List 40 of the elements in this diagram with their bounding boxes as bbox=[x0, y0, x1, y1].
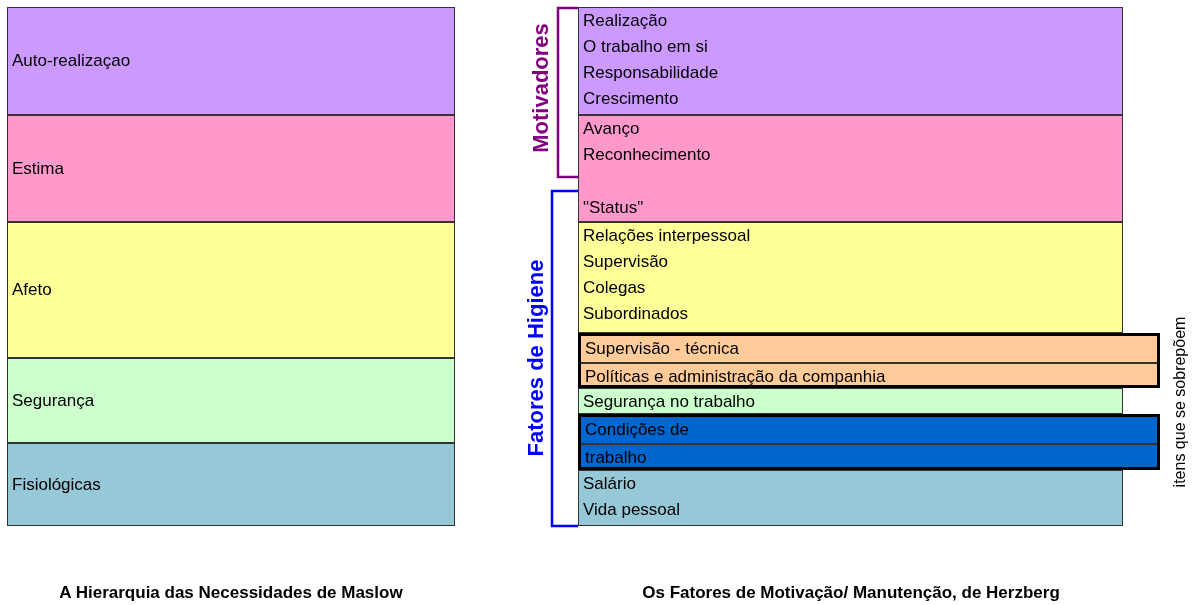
band-text: "Status" bbox=[582, 197, 645, 219]
overlap-box bbox=[578, 414, 1160, 470]
band-text: Estima bbox=[11, 157, 65, 180]
hierarchy-band bbox=[7, 443, 455, 526]
band-text: Responsabilidade bbox=[582, 62, 720, 84]
overlap-box bbox=[578, 333, 1160, 388]
band-text: Políticas e administração da companhia bbox=[584, 366, 887, 388]
band-text: Crescimento bbox=[582, 88, 680, 110]
factor-band bbox=[578, 7, 1123, 115]
band-text: Relações interpessoal bbox=[582, 225, 752, 247]
band-text: Supervisão - técnica bbox=[581, 336, 1157, 364]
band-text: Supervisão bbox=[582, 251, 670, 273]
band-text: Afeto bbox=[11, 279, 53, 301]
factor-band bbox=[578, 470, 1123, 526]
band-text: Vida pessoal bbox=[582, 499, 682, 521]
band-text: Segurança no trabalho bbox=[582, 391, 757, 413]
bracket-label: Motivadores bbox=[526, 23, 554, 153]
band-text: Condições de bbox=[581, 417, 1157, 445]
band-text: Segurança bbox=[11, 389, 96, 412]
side-note: itens que se sobrepõem bbox=[1170, 316, 1189, 488]
band-text: Realização bbox=[582, 10, 669, 32]
band-text: Avanço bbox=[582, 118, 641, 140]
factor-band bbox=[578, 222, 1123, 333]
band-text: O trabalho em si bbox=[582, 36, 709, 58]
band-text: Subordinados bbox=[582, 303, 689, 325]
bracket-label: Fatores de Higiene bbox=[521, 259, 549, 457]
band-text: Salário bbox=[582, 473, 637, 495]
factor-band bbox=[578, 388, 1123, 414]
factor-band bbox=[578, 115, 1123, 222]
hierarchy-band bbox=[7, 222, 455, 358]
hierarchy-band bbox=[7, 115, 455, 222]
hierarchy-band bbox=[7, 358, 455, 443]
hierarchy-band bbox=[7, 7, 455, 115]
caption: Os Fatores de Motivação/ Manutenção, de Herzberg bbox=[642, 582, 1060, 605]
band-text: Reconhecimento bbox=[582, 144, 712, 166]
caption: A Hierarquia das Necessidades de Maslow bbox=[59, 582, 403, 605]
band-text: Fisiológicas bbox=[11, 473, 102, 496]
band-text: Auto-realizaçao bbox=[11, 50, 132, 72]
band-text: trabalho bbox=[584, 447, 648, 469]
band-text: Colegas bbox=[582, 277, 647, 299]
